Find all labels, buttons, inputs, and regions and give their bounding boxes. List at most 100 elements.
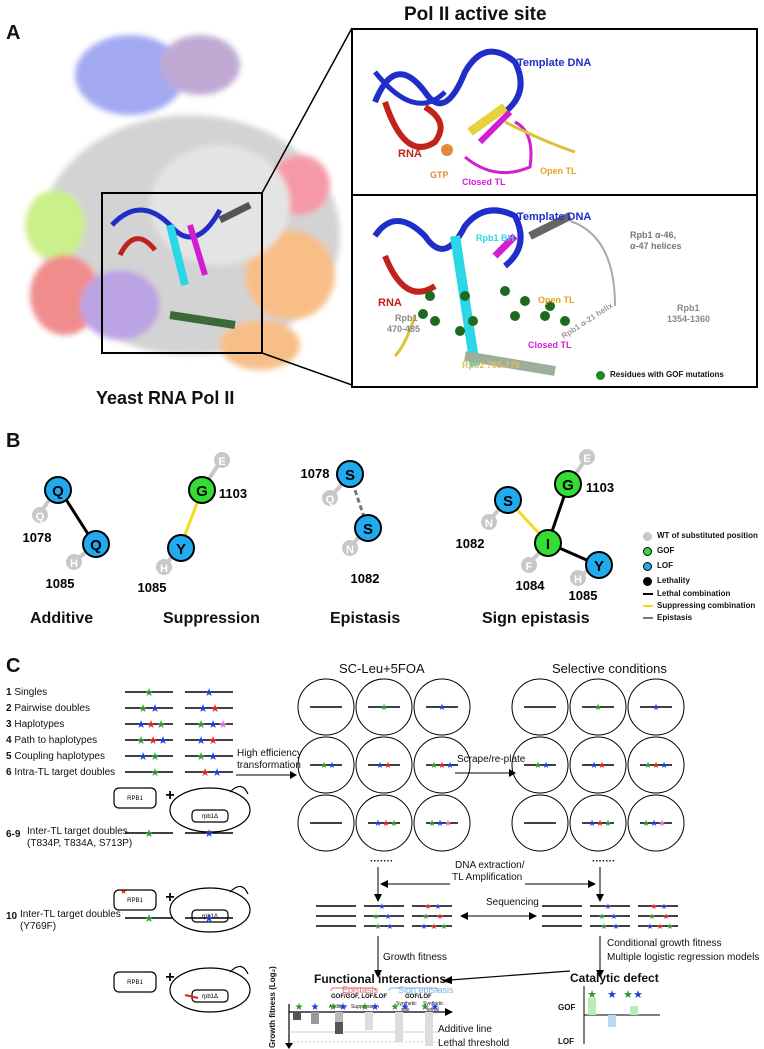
svg-text:★: ★ <box>311 1002 320 1013</box>
sign-wt-n: N <box>485 518 493 530</box>
inset-divider <box>353 194 758 196</box>
lib-row-3: 3 Haplotypes <box>6 719 65 730</box>
suppression-1103: 1103 <box>219 486 247 501</box>
epistasis-wt-n: N <box>346 544 354 556</box>
sign-wt-h: H <box>574 574 582 586</box>
svg-text:★: ★ <box>320 760 328 770</box>
sign-1085: 1085 <box>569 588 598 600</box>
svg-text:★: ★ <box>196 751 206 763</box>
bottom-rpb1-helices-2: α-47 helices <box>630 241 682 251</box>
sequencing-label: Sequencing <box>486 897 539 908</box>
catalytic-defect-chart: ★★ ★★ <box>583 986 660 1044</box>
lib69-variant-bar: ★★ <box>125 828 233 840</box>
suppression-wt-e: E <box>218 456 225 468</box>
plate1-title: SC-Leu+5FOA <box>339 661 425 676</box>
sign-epistasis-header: Sign epistasis <box>398 985 454 995</box>
svg-text:★: ★ <box>420 922 427 931</box>
svg-text:★: ★ <box>329 1002 338 1013</box>
additive-1085: 1085 <box>46 576 75 591</box>
svg-text:★: ★ <box>607 989 617 1001</box>
bottom-rpb1-470-2: 470-485 <box>387 324 421 334</box>
y-axis-text: Growth fitness <box>268 991 277 1048</box>
legend-lof-label: LOF <box>657 561 673 570</box>
inset-bottom-structure <box>372 207 616 376</box>
svg-text:★: ★ <box>374 818 382 828</box>
panel-b-legend: WT of substituted position GOF LOF Letha… <box>643 531 761 622</box>
catalytic-arrow <box>442 970 571 984</box>
epistasis-header: Epistasis <box>342 985 379 995</box>
functional-interactions-chart: ★★ ★★ ★★ ★★ ★★ <box>285 987 453 1049</box>
catalytic-gof-label: GOF <box>558 1003 576 1012</box>
additive-node-q1: Q <box>52 483 64 500</box>
svg-text:★: ★ <box>534 760 542 770</box>
svg-text:★: ★ <box>339 1002 348 1013</box>
sign-1082: 1082 <box>456 536 485 551</box>
legend-gof-label: GOF <box>657 546 675 555</box>
top-rna: RNA <box>398 148 422 160</box>
svg-text:★: ★ <box>588 818 596 828</box>
dots-right: ······· <box>592 856 616 867</box>
svg-text:★: ★ <box>200 767 210 779</box>
cat-synthetic-lethal-1: Synthetic <box>423 1001 444 1007</box>
cat-suppression: Suppression <box>351 1004 379 1010</box>
svg-text:★: ★ <box>138 703 148 715</box>
panel-b-networks: Q Q 1078 Q H 1085 G E 1103 Y H 1085 S 10… <box>23 449 614 600</box>
library-variant-bars: ★★ ★★★★ ★★★★★★ ★★★★★ ★★★★ ★★★ <box>125 687 233 779</box>
svg-text:★: ★ <box>374 922 381 931</box>
svg-text:★: ★ <box>136 735 146 747</box>
svg-text:★: ★ <box>587 989 597 1001</box>
legend-lethality-label: Lethality <box>657 576 690 585</box>
svg-text:★: ★ <box>144 687 154 699</box>
svg-text:★: ★ <box>666 922 673 931</box>
title-epistasis: Epistasis <box>330 610 401 627</box>
sign-node-g: G <box>562 477 574 494</box>
zoom-lines <box>261 27 353 386</box>
svg-text:★: ★ <box>650 818 658 828</box>
epistasis-wt-q: Q <box>326 494 335 506</box>
svg-text:★: ★ <box>328 760 336 770</box>
transformation-label-1: High efficiency <box>237 748 302 759</box>
sign-1084: 1084 <box>516 578 546 593</box>
conditional-fitness-label: Conditional growth fitness <box>607 938 722 949</box>
legend-epistasis-line <box>643 617 653 619</box>
cell-plasmid-drawings: RPB1 rpb1Δ RPB1 rpb1Δ RPB1 rpb1Δ ★ + + + <box>113 785 251 1013</box>
rpb1-delta-label-1: rpb1Δ <box>202 814 218 820</box>
plate2-title: Selective conditions <box>552 661 667 676</box>
svg-text:★: ★ <box>371 1002 380 1013</box>
legend-wt-dot <box>643 532 652 541</box>
y-axis-unit: (Log₂) <box>268 966 277 990</box>
svg-text:★: ★ <box>386 922 393 931</box>
panel-b-letter: B <box>6 430 21 452</box>
svg-text:★: ★ <box>391 1002 400 1013</box>
svg-text:★: ★ <box>196 735 206 747</box>
svg-text:★: ★ <box>208 719 218 731</box>
gofgof-loflof-label: GOF/GOF, LOF/LOF <box>331 994 387 1000</box>
svg-text:★: ★ <box>440 922 447 931</box>
cat-synthetic-lethal-2: lethal <box>427 1007 439 1013</box>
svg-text:★: ★ <box>652 702 660 712</box>
additive-wt-q: Q <box>36 511 45 523</box>
svg-text:★: ★ <box>208 751 218 763</box>
lib-row-1: 1 Singles <box>6 687 48 698</box>
gof-residue-legend: Residues with GOF mutations <box>610 370 724 379</box>
lib-row-4: 4 Path to haplotypes <box>6 735 98 746</box>
title-suppression: Suppression <box>163 610 260 627</box>
lib10-variant-bar: ★★ <box>125 913 233 925</box>
svg-text:★: ★ <box>146 719 156 731</box>
plate-grid-2: ★★ ★★ ★★ ★★★ ★★★ ★★★ <box>511 678 685 852</box>
svg-text:★: ★ <box>136 719 146 731</box>
additive-1078: 1078 <box>23 530 52 545</box>
extraction-arrows <box>374 867 604 902</box>
svg-text:★: ★ <box>648 912 655 921</box>
logistic-label: Multiple logistic regression models <box>607 952 760 963</box>
svg-text:★: ★ <box>633 989 643 1001</box>
svg-text:★: ★ <box>642 818 650 828</box>
panel-a-title: Pol II active site <box>404 4 547 25</box>
sign-node-s: S <box>503 493 513 510</box>
svg-text:★: ★ <box>158 735 168 747</box>
rpb1-label-3: RPB1 <box>127 980 143 986</box>
svg-text:★: ★ <box>384 912 391 921</box>
dna-extraction-1: DNA extraction/ <box>455 860 525 871</box>
pol2-structure-illustration <box>25 35 340 370</box>
svg-text:★: ★ <box>372 912 379 921</box>
